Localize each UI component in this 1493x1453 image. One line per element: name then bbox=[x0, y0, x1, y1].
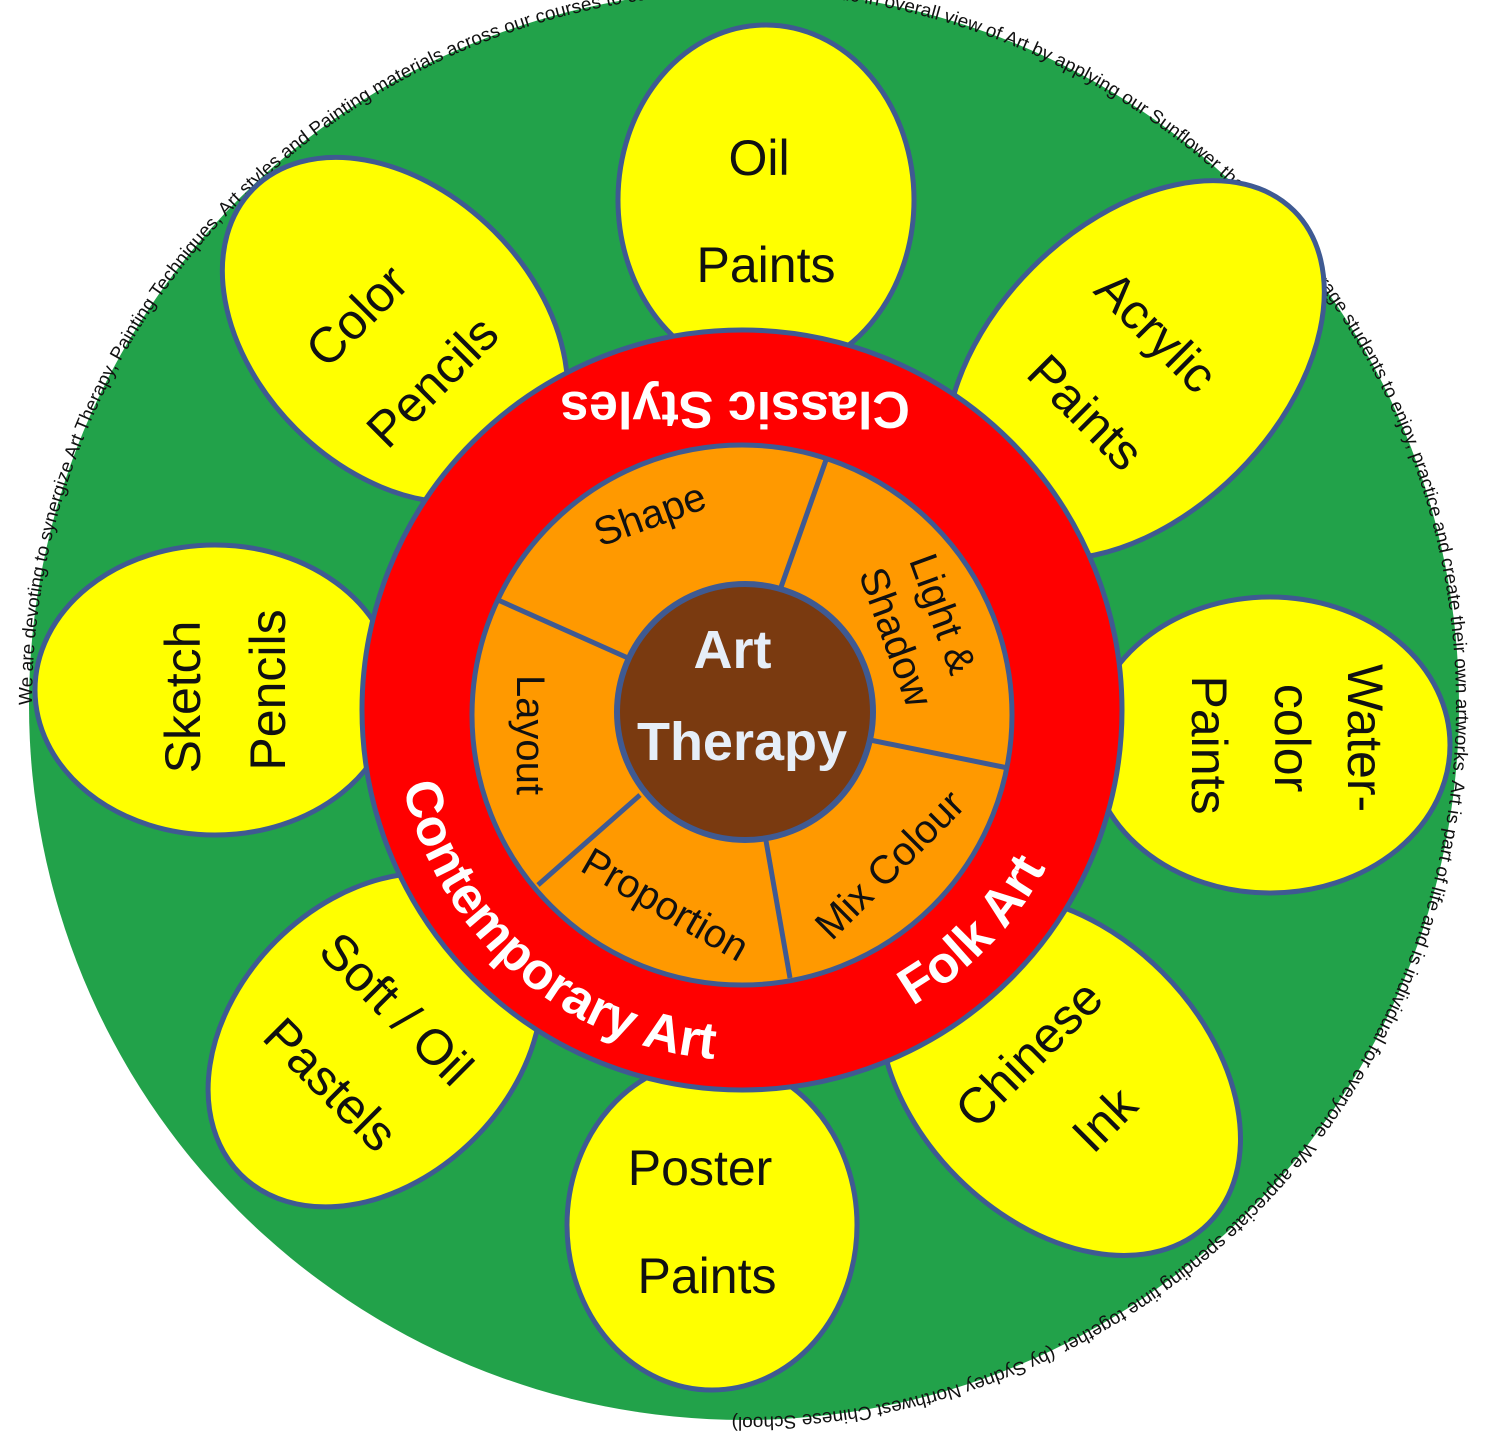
petal-label: Poster Paints bbox=[628, 1140, 786, 1304]
center-label-line-1: Art bbox=[693, 620, 771, 680]
petal-shape bbox=[32, 542, 398, 838]
segment-divider bbox=[777, 459, 829, 591]
petal-shape bbox=[615, 22, 917, 378]
petal-label-line-1: Oil bbox=[728, 130, 789, 186]
petal-label: Water- color Paints bbox=[1181, 664, 1393, 826]
petal-oil-paints: Oil Paints bbox=[615, 22, 917, 378]
petal-label-line-1: Sketch bbox=[155, 621, 211, 774]
petals-group: Oil Paints Acrylic Paints Water- color P… bbox=[32, 22, 1453, 1393]
petal-label: Oil Paints bbox=[697, 130, 836, 293]
art-therapy-center bbox=[614, 581, 876, 843]
segment-divider bbox=[762, 834, 793, 979]
classic-styles-label: Classic Styles bbox=[560, 380, 910, 438]
petal-label-line-2: Paints bbox=[697, 237, 836, 293]
petal-label-line-1: Poster bbox=[628, 1140, 773, 1196]
center-label: Art Therapy bbox=[637, 620, 847, 772]
petal-watercolor-paints: Water- color Paints bbox=[1087, 594, 1453, 896]
segment-divider bbox=[536, 793, 642, 887]
petal-label-line-2: Pencils bbox=[240, 609, 296, 770]
petal-label-line-2: Paints bbox=[638, 1248, 777, 1304]
technique-layout: Layout bbox=[508, 675, 552, 795]
petal-soft-oil-pastels: Soft / Oil Pastels bbox=[205, 870, 545, 1210]
petal-acrylic-paints: Acrylic Paints bbox=[943, 178, 1327, 562]
petal-shape bbox=[564, 1057, 860, 1393]
petal-label-line-1: Water- bbox=[1337, 664, 1393, 812]
petal-sketch-pencils: Sketch Pencils bbox=[32, 542, 398, 838]
classic-styles-text: Classic Styles bbox=[560, 380, 910, 438]
petal-poster-paints: Poster Paints bbox=[564, 1057, 860, 1393]
petal-label: Sketch Pencils bbox=[155, 607, 296, 774]
technique-label-line-1: Layout bbox=[508, 675, 552, 795]
petal-label-line-3: Paints bbox=[1181, 676, 1237, 815]
center-label-line-2: Therapy bbox=[637, 712, 847, 772]
segment-divider bbox=[869, 737, 1009, 771]
petal-label-line-2: color bbox=[1264, 684, 1320, 792]
segment-divider bbox=[496, 597, 630, 661]
